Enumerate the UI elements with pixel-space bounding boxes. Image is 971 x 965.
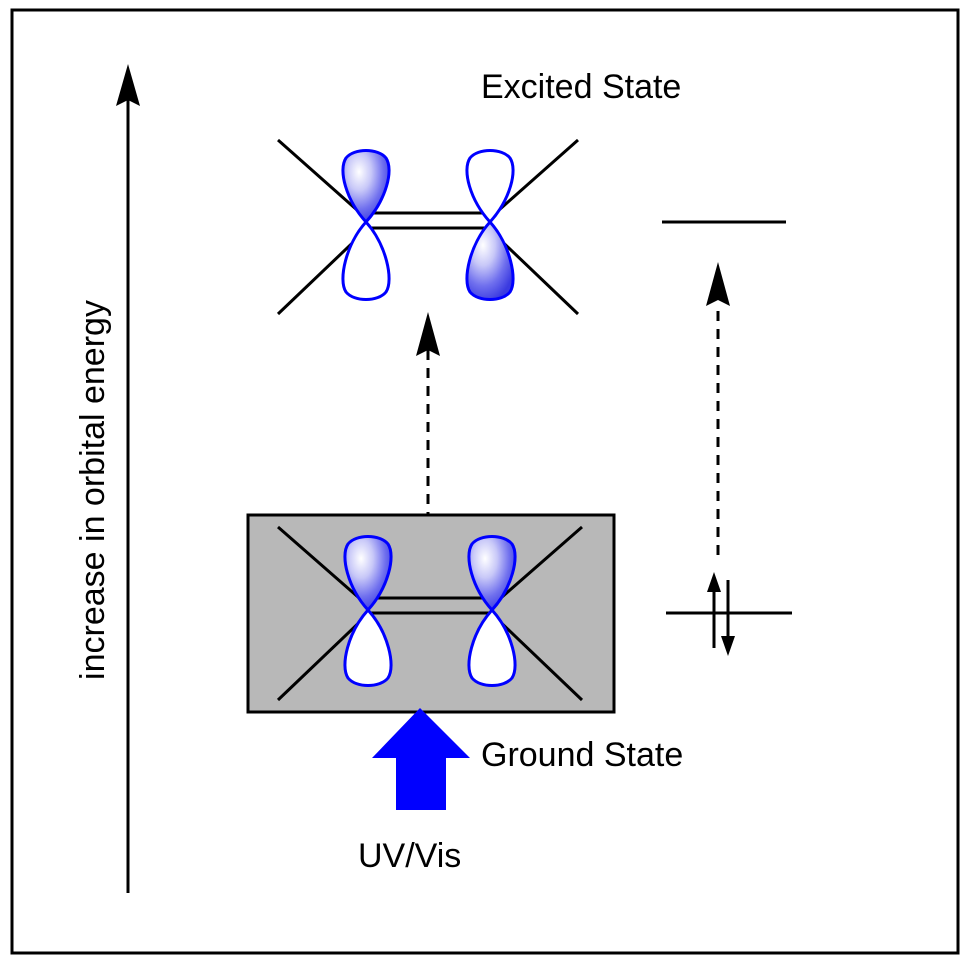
- outer-frame: [10, 8, 960, 955]
- excited-state-label: Excited State: [481, 68, 681, 106]
- energy-axis: [116, 64, 140, 893]
- excitation-arrow-orbital: [416, 312, 440, 540]
- energy-axis-arrowhead: [116, 64, 140, 106]
- orbital-lobe-shaded: [343, 535, 393, 613]
- orbital-lobe-empty: [341, 219, 391, 301]
- uv-vis-label: UV/Vis: [358, 837, 461, 875]
- excited-state-orbital: [276, 138, 580, 316]
- orbital-lobe-shaded: [341, 149, 391, 225]
- orbital-lobe-shaded: [465, 219, 515, 301]
- uv-vis-arrow: [372, 708, 470, 810]
- orbital-lobe-shaded: [467, 535, 517, 613]
- electron-spin-down: [721, 580, 735, 656]
- orbital-lobe-empty: [465, 149, 515, 225]
- orbital-lobe-empty: [343, 607, 393, 687]
- ground-state-orbital: [276, 525, 584, 702]
- energy-axis-label: increase in orbital energy: [74, 300, 112, 680]
- orbital-lobe-empty: [467, 607, 517, 687]
- ground-state-label: Ground State: [481, 736, 683, 774]
- electron-spin-up: [707, 572, 721, 648]
- excitation-arrow-levels: [706, 262, 730, 555]
